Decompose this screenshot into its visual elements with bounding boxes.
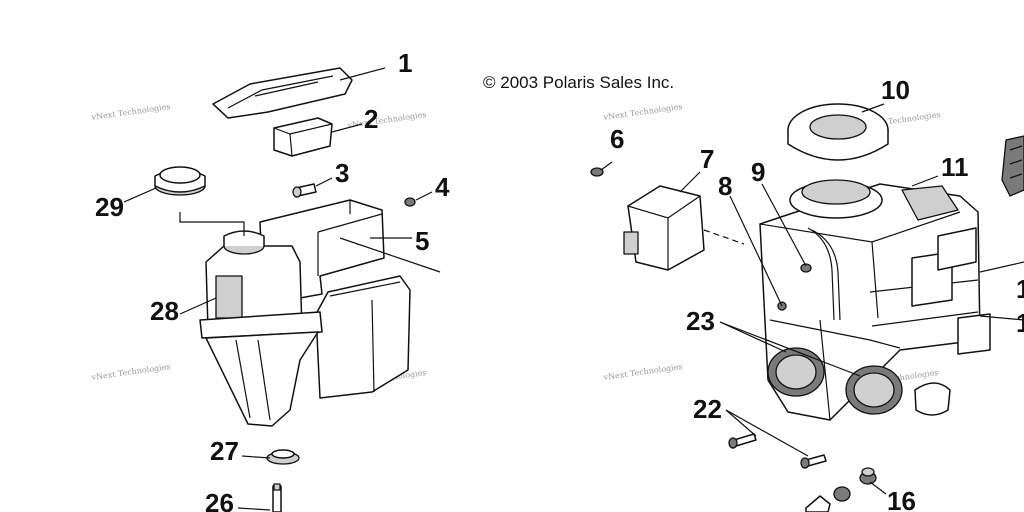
part-2-pad — [273, 117, 333, 157]
watermark: vNext Technologies — [602, 362, 683, 382]
part-10-foam-seal — [787, 103, 889, 161]
leader-lines-right — [679, 103, 1024, 495]
callout-23: 23 — [686, 306, 715, 336]
callout-27: 27 — [210, 436, 239, 466]
part-6-screw — [590, 161, 613, 177]
part-9-hose — [777, 227, 841, 321]
callout-2: 2 — [364, 104, 378, 134]
callout-26: 26 — [205, 488, 234, 512]
callout-29: 29 — [95, 192, 124, 222]
copyright-notice: © 2003 Polaris Sales Inc. — [483, 73, 674, 92]
callout-11: 11 — [941, 152, 969, 182]
part-22-screws — [728, 433, 827, 469]
part-26-fitting — [272, 483, 282, 512]
part-23-intake-boots — [767, 347, 903, 415]
part-27-grommet — [266, 449, 300, 465]
watermark: vNext Technologies — [346, 110, 427, 130]
callout-10: 10 — [881, 75, 910, 105]
callout-1: 1 — [398, 48, 412, 78]
callout-28: 28 — [150, 296, 179, 326]
callout-16: 16 — [887, 486, 916, 512]
callout-6: 6 — [610, 124, 624, 154]
callout-7: 7 — [700, 144, 714, 174]
leader-lines-left — [123, 67, 441, 511]
part-1-right-edge — [1001, 135, 1024, 197]
part-28-reservoir — [199, 230, 323, 427]
callout-labels: 1 2 3 4 5 6 7 8 9 10 11 16 22 23 26 27 2… — [95, 48, 1024, 512]
callout-1-right-lower: 1 — [1016, 308, 1024, 338]
callout-4: 4 — [435, 172, 450, 202]
part-29-cap — [154, 166, 206, 196]
part-1-battery-cover — [212, 67, 353, 119]
part-16-fitting — [805, 467, 877, 512]
callout-22: 22 — [693, 394, 722, 424]
watermark: vNext Technologies — [602, 102, 683, 122]
callout-5: 5 — [415, 226, 429, 256]
part-4-nut — [404, 197, 416, 207]
callout-3: 3 — [335, 158, 349, 188]
callout-8: 8 — [718, 171, 732, 201]
callout-1-right: 1 — [1016, 274, 1024, 304]
part-7-control-module — [623, 185, 745, 271]
part-3-bolt — [292, 183, 317, 198]
callout-9: 9 — [751, 157, 765, 187]
watermark: vNext Technologies — [90, 102, 171, 122]
watermark: vNext Technologies — [90, 362, 171, 382]
